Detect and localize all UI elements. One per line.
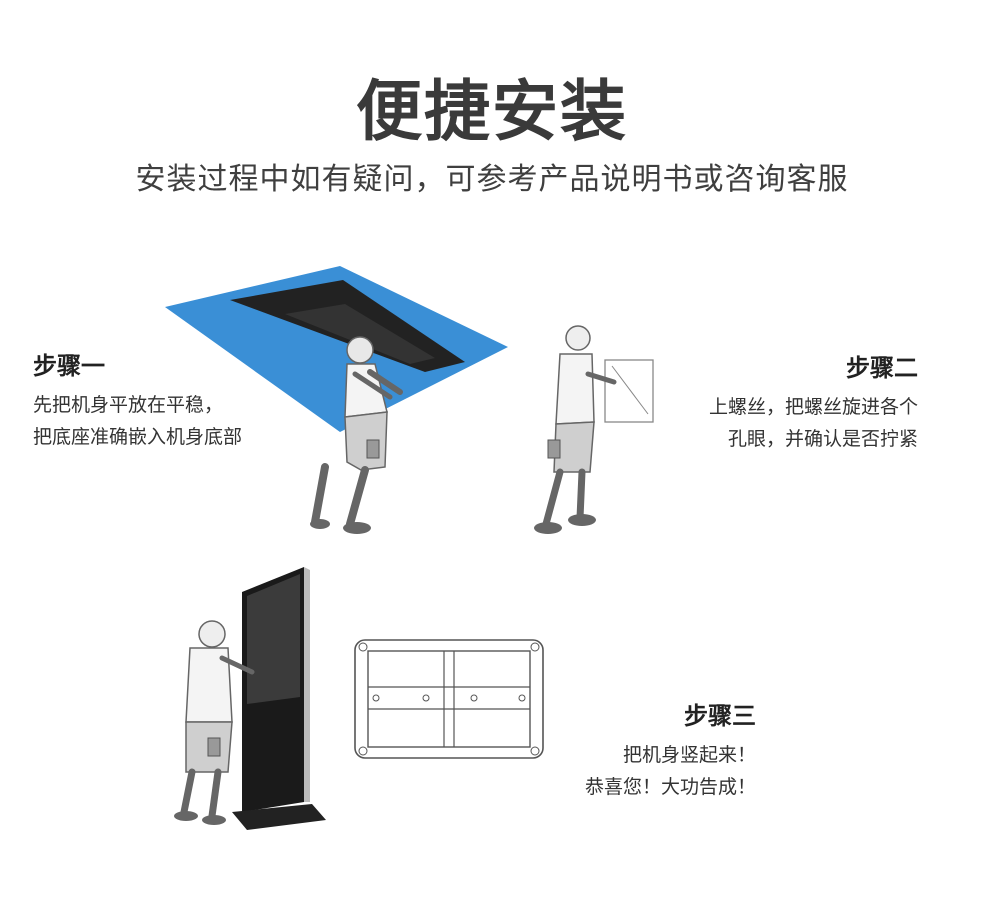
step2-illustration <box>510 322 672 544</box>
step-2-line-2: 孔眼，并确认是否拧紧 <box>727 428 918 450</box>
step-1-title: 步骤一 <box>33 352 105 380</box>
page-subtitle: 安装过程中如有疑问，可参考产品说明书或咨询客服 <box>135 162 849 197</box>
step-3-line-2: 恭喜您！大功告成！ <box>584 776 756 798</box>
page-title: 便捷安装 <box>356 73 628 150</box>
step-1-line-1: 先把机身平放在平稳， <box>33 394 224 416</box>
step-2-line-1: 上螺丝，把螺丝旋进各个 <box>708 396 918 418</box>
step-2-title: 步骤二 <box>846 354 918 382</box>
step-3-title: 步骤三 <box>684 702 756 730</box>
step-1: 步骤一 先把机身平放在平稳， 把底座准确嵌入机身底部 <box>33 349 313 453</box>
step-3: 步骤三 把机身竖起来！ 恭喜您！大功告成！ <box>540 699 756 803</box>
step-1-line-2: 把底座准确嵌入机身底部 <box>33 426 243 448</box>
step3-illustration <box>152 562 337 840</box>
base-diagram <box>352 637 546 763</box>
step1-illustration <box>165 262 510 547</box>
step-2: 步骤二 上螺丝，把螺丝旋进各个 孔眼，并确认是否拧紧 <box>640 351 918 455</box>
step-3-line-1: 把机身竖起来！ <box>622 744 756 766</box>
